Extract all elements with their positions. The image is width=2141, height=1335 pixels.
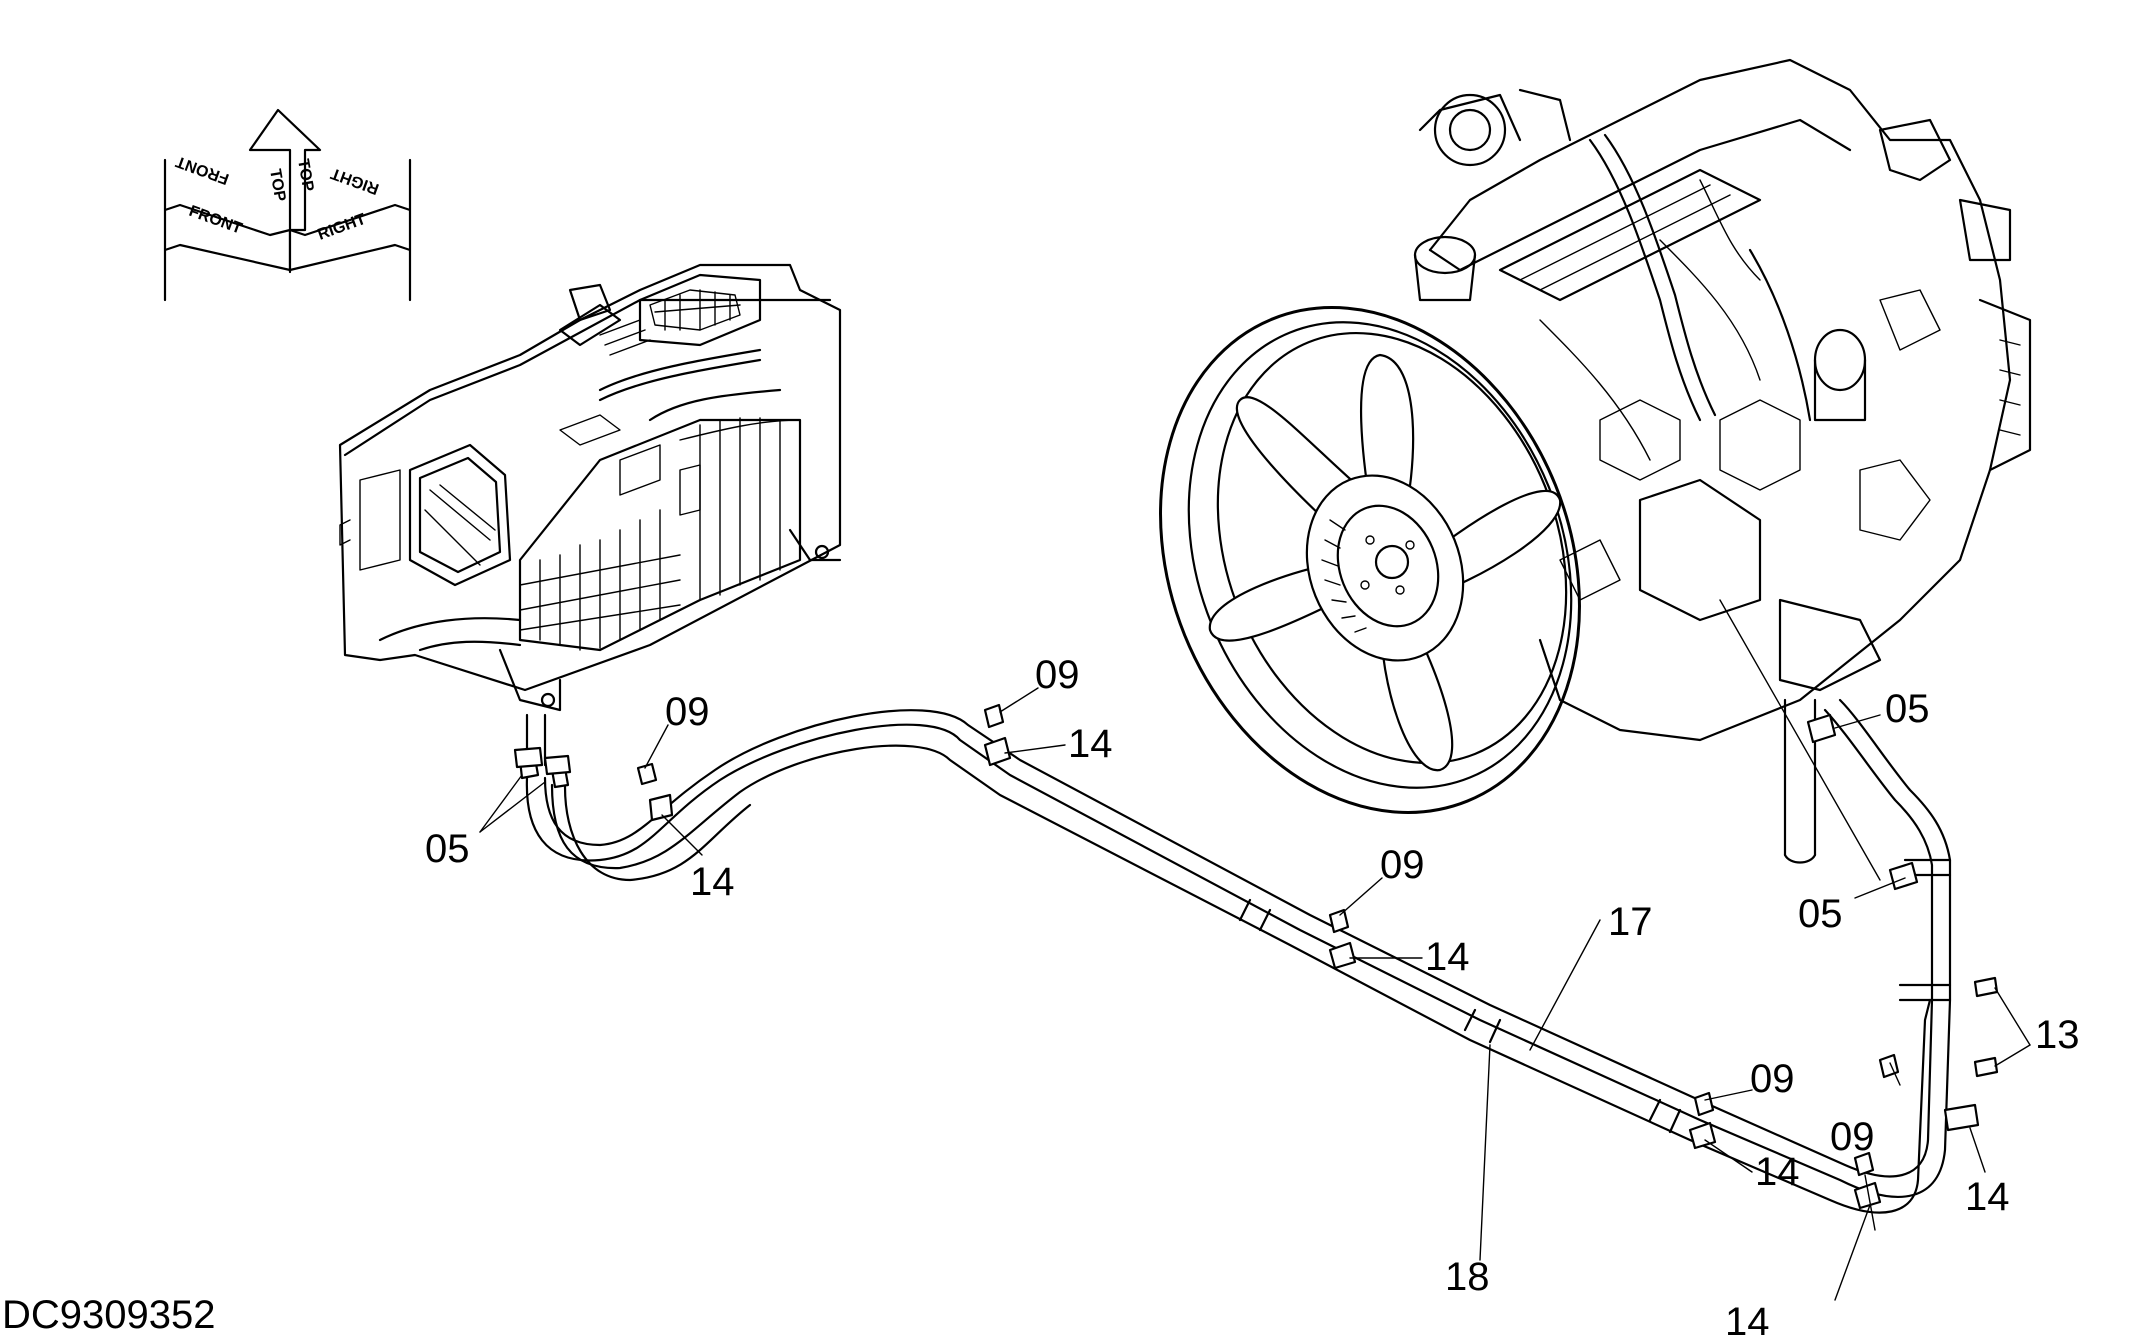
callout-17: 17: [1608, 900, 1653, 944]
callout-09-c: 09: [1380, 843, 1425, 887]
callout-14-c: 14: [1425, 935, 1470, 979]
engine-illustration: [1159, 58, 2032, 881]
callout-18: 18: [1445, 1255, 1490, 1299]
orientation-top-label-2: TOP: [294, 158, 316, 193]
hose-assembly: [513, 698, 1999, 1214]
callout-09-b: 09: [1035, 653, 1080, 697]
callout-09-e: 09: [1830, 1115, 1875, 1159]
orientation-front-label-mirrored: FRONT: [174, 152, 232, 187]
callout-14-a: 14: [690, 860, 735, 904]
heater-unit-illustration: [338, 263, 842, 789]
orientation-symbol: FRONT FRONT TOP TOP RIGHT RIGHT: [163, 108, 412, 302]
callout-05-left: 05: [425, 827, 470, 871]
drawing-id: DC9309352: [2, 1293, 216, 1335]
callout-14-f: 14: [1725, 1300, 1770, 1335]
callout-14-b: 14: [1068, 722, 1113, 766]
callout-labels: 05 09 14 09 14 09 14 17 09 14 18 09 14 1…: [425, 653, 2080, 1335]
callout-05-right-top: 05: [1885, 687, 1930, 731]
callout-09-d: 09: [1750, 1057, 1795, 1101]
callout-05-right-mid: 05: [1798, 892, 1843, 936]
orientation-top-label: TOP: [266, 168, 288, 203]
callout-14-e: 14: [1965, 1175, 2010, 1219]
orientation-right-label-mirrored: RIGHT: [329, 164, 382, 197]
callout-09-a: 09: [665, 690, 710, 734]
callout-13: 13: [2035, 1013, 2080, 1057]
leader-lines: [479, 687, 2031, 1301]
callout-14-d: 14: [1755, 1150, 1800, 1194]
